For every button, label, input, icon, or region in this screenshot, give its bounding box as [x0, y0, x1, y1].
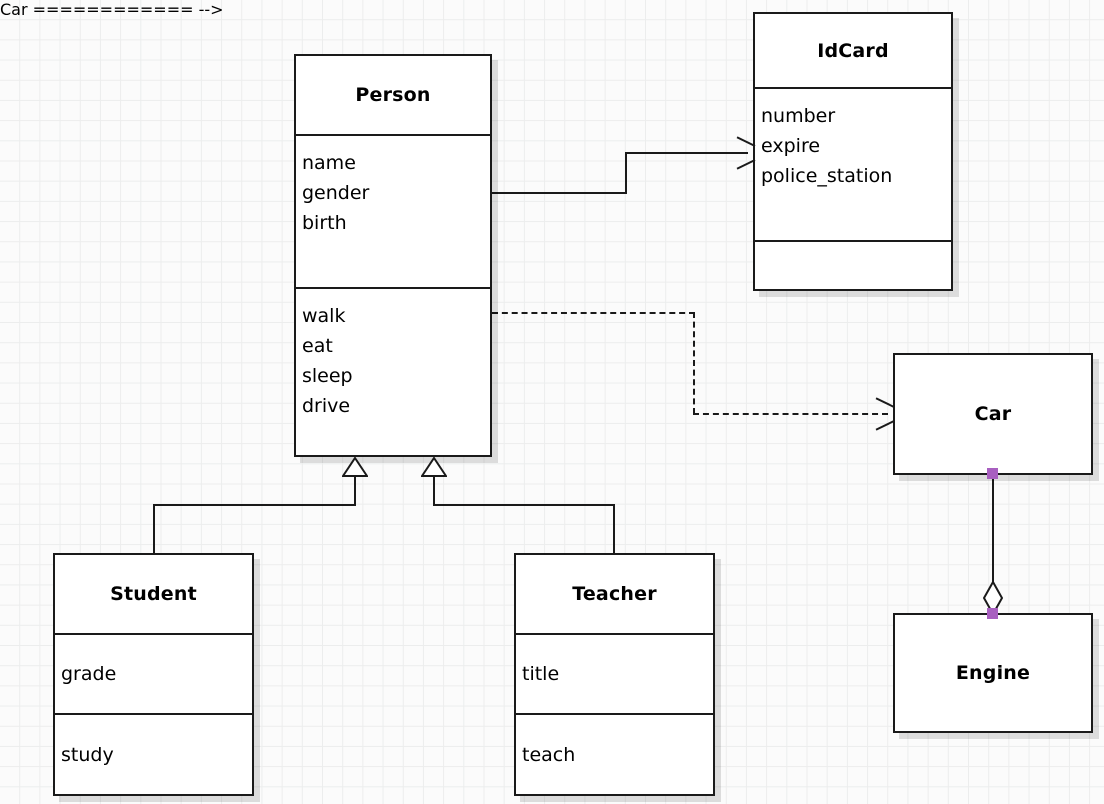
generalization-student-segment-1: [354, 475, 356, 506]
attribute-row: police_station: [761, 165, 893, 187]
attribute-row: number: [761, 105, 836, 127]
operation-row: sleep: [302, 365, 353, 387]
dependency-person-car-segment-3: [693, 413, 888, 415]
attributes-compartment-teacher: title: [516, 633, 713, 713]
attributes-compartment-student: grade: [55, 633, 252, 713]
generalization-triangle-teacher: [421, 457, 447, 477]
operations-compartment-teacher: teach: [516, 713, 713, 794]
attribute-row: gender: [302, 182, 370, 204]
uml-class-teacher[interactable]: Teacher title teach: [514, 553, 715, 796]
attribute-row: title: [522, 663, 560, 685]
operation-row: eat: [302, 335, 333, 357]
attribute-row: expire: [761, 135, 821, 157]
class-title-student: Student: [110, 583, 197, 605]
attribute-row: grade: [61, 663, 117, 685]
uml-class-car[interactable]: Car: [893, 353, 1093, 475]
operations-compartment-student: study: [55, 713, 252, 794]
aggregation-handle-engine[interactable]: [987, 608, 998, 619]
uml-class-person[interactable]: Person name gender birth walk eat sleep …: [294, 54, 492, 457]
generalization-student-segment-2: [153, 504, 356, 506]
class-title-engine: Engine: [955, 662, 1031, 684]
operation-row: study: [61, 743, 114, 766]
generalization-teacher-segment-1: [433, 475, 435, 506]
class-title-teacher: Teacher: [572, 583, 657, 605]
attributes-compartment-idcard: number expire police_station: [755, 87, 951, 240]
class-title-idcard: IdCard: [817, 39, 889, 62]
operation-row: walk: [302, 305, 346, 327]
class-title-car: Car: [974, 403, 1012, 425]
operations-compartment-person: walk eat sleep drive: [296, 287, 490, 455]
operation-row: drive: [302, 395, 351, 417]
association-person-idcard-segment-2: [625, 152, 627, 194]
dependency-person-car-segment-1: [492, 312, 695, 314]
aggregation-handle-car[interactable]: [987, 468, 998, 479]
generalization-teacher-segment-3: [613, 504, 615, 555]
dependency-person-car-segment-2: [693, 312, 695, 414]
association-person-idcard-segment-3: [625, 152, 748, 154]
attributes-compartment-person: name gender birth: [296, 134, 490, 287]
uml-class-engine[interactable]: Engine: [893, 613, 1093, 733]
aggregation-car-engine-line: [992, 474, 994, 588]
operation-row: teach: [522, 743, 576, 766]
attribute-row: birth: [302, 212, 347, 234]
generalization-teacher-segment-2: [433, 504, 615, 506]
class-title-person: Person: [355, 84, 431, 106]
operations-compartment-idcard: [755, 240, 951, 289]
dependency-arrowhead-car: [874, 403, 892, 425]
association-person-idcard-segment-1: [490, 192, 627, 194]
uml-class-student[interactable]: Student grade study: [53, 553, 254, 796]
uml-class-idcard[interactable]: IdCard number expire police_station: [753, 12, 953, 291]
association-arrowhead-idcard: [735, 142, 753, 164]
generalization-student-segment-3: [153, 504, 155, 555]
attribute-row: name: [302, 152, 356, 174]
generalization-triangle-student: [342, 457, 368, 477]
